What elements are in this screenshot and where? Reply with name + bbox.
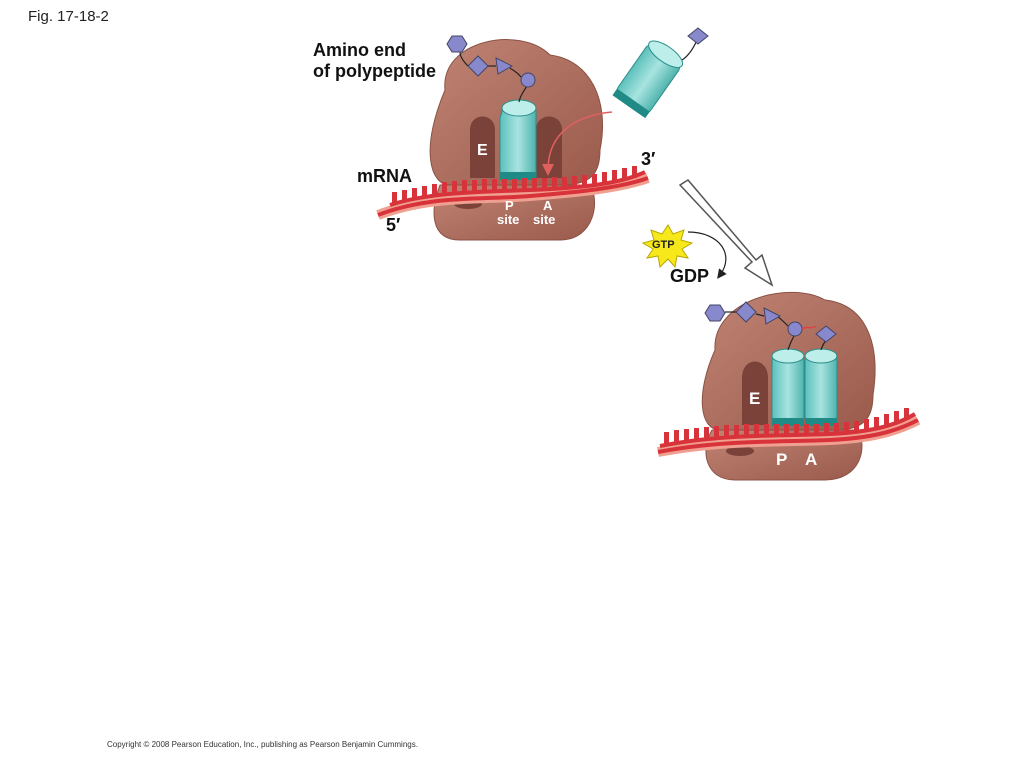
incoming-amino-acid xyxy=(687,27,709,45)
p-site-label: P xyxy=(505,198,514,213)
e-site-channel-2 xyxy=(742,361,768,425)
e-site-label-2: E xyxy=(749,389,760,408)
e-site-label: E xyxy=(477,142,488,159)
amino-acid-triangle xyxy=(495,57,514,75)
amino-acid-circle-2 xyxy=(787,321,803,337)
peptide-bond xyxy=(801,325,817,330)
three-prime-label: 3′ xyxy=(641,149,655,169)
figure-label: Fig. 17-18-2 xyxy=(28,8,109,25)
polypeptide-chain xyxy=(446,35,536,103)
gtp-star: GTP xyxy=(641,224,694,269)
subunit-groove-2 xyxy=(726,446,754,456)
gdp-label: GDP xyxy=(670,266,709,286)
mrna-label: mRNA xyxy=(357,166,412,186)
polypeptide-chain-2 xyxy=(704,301,837,351)
amino-acid-triangle-2 xyxy=(763,307,782,325)
amino-acid-hexagon-2 xyxy=(704,304,726,322)
trna-entry-arrow xyxy=(542,111,613,176)
amino-end-label-2: of polypeptide xyxy=(313,61,436,81)
e-site-channel xyxy=(470,116,495,178)
incoming-trna xyxy=(612,27,709,119)
p-site-trna-2 xyxy=(771,348,805,426)
mrna-strand-bottom xyxy=(657,408,921,457)
amino-acid-diamond xyxy=(467,55,489,77)
a-site-trna-2 xyxy=(804,348,838,426)
amino-acid-diamond-a-site xyxy=(815,325,837,343)
a-site-label: A xyxy=(543,198,553,213)
five-prime-label: 5′ xyxy=(386,215,400,235)
amino-acid-hexagon xyxy=(446,35,468,53)
gtp-hydrolysis-arrow xyxy=(687,231,727,279)
a-site-label-2: site xyxy=(533,212,555,227)
ribosome-bottom: E P A xyxy=(657,291,921,481)
p-site-label-2: site xyxy=(497,212,519,227)
mrna-strand-top xyxy=(376,166,650,220)
amino-end-label: Amino end xyxy=(313,40,406,60)
a-site-label-bottom: A xyxy=(805,450,817,469)
gtp-label: GTP xyxy=(652,239,675,251)
copyright-notice: Copyright © 2008 Pearson Education, Inc.… xyxy=(107,740,418,749)
ribosome-top: E P site A site xyxy=(376,35,650,241)
p-site-label-bottom: P xyxy=(776,450,787,469)
amino-acid-circle xyxy=(520,72,536,88)
a-site-channel xyxy=(536,116,562,178)
amino-acid-diamond-2 xyxy=(735,301,757,323)
p-site-trna xyxy=(499,99,537,180)
transition-arrow xyxy=(678,179,774,287)
